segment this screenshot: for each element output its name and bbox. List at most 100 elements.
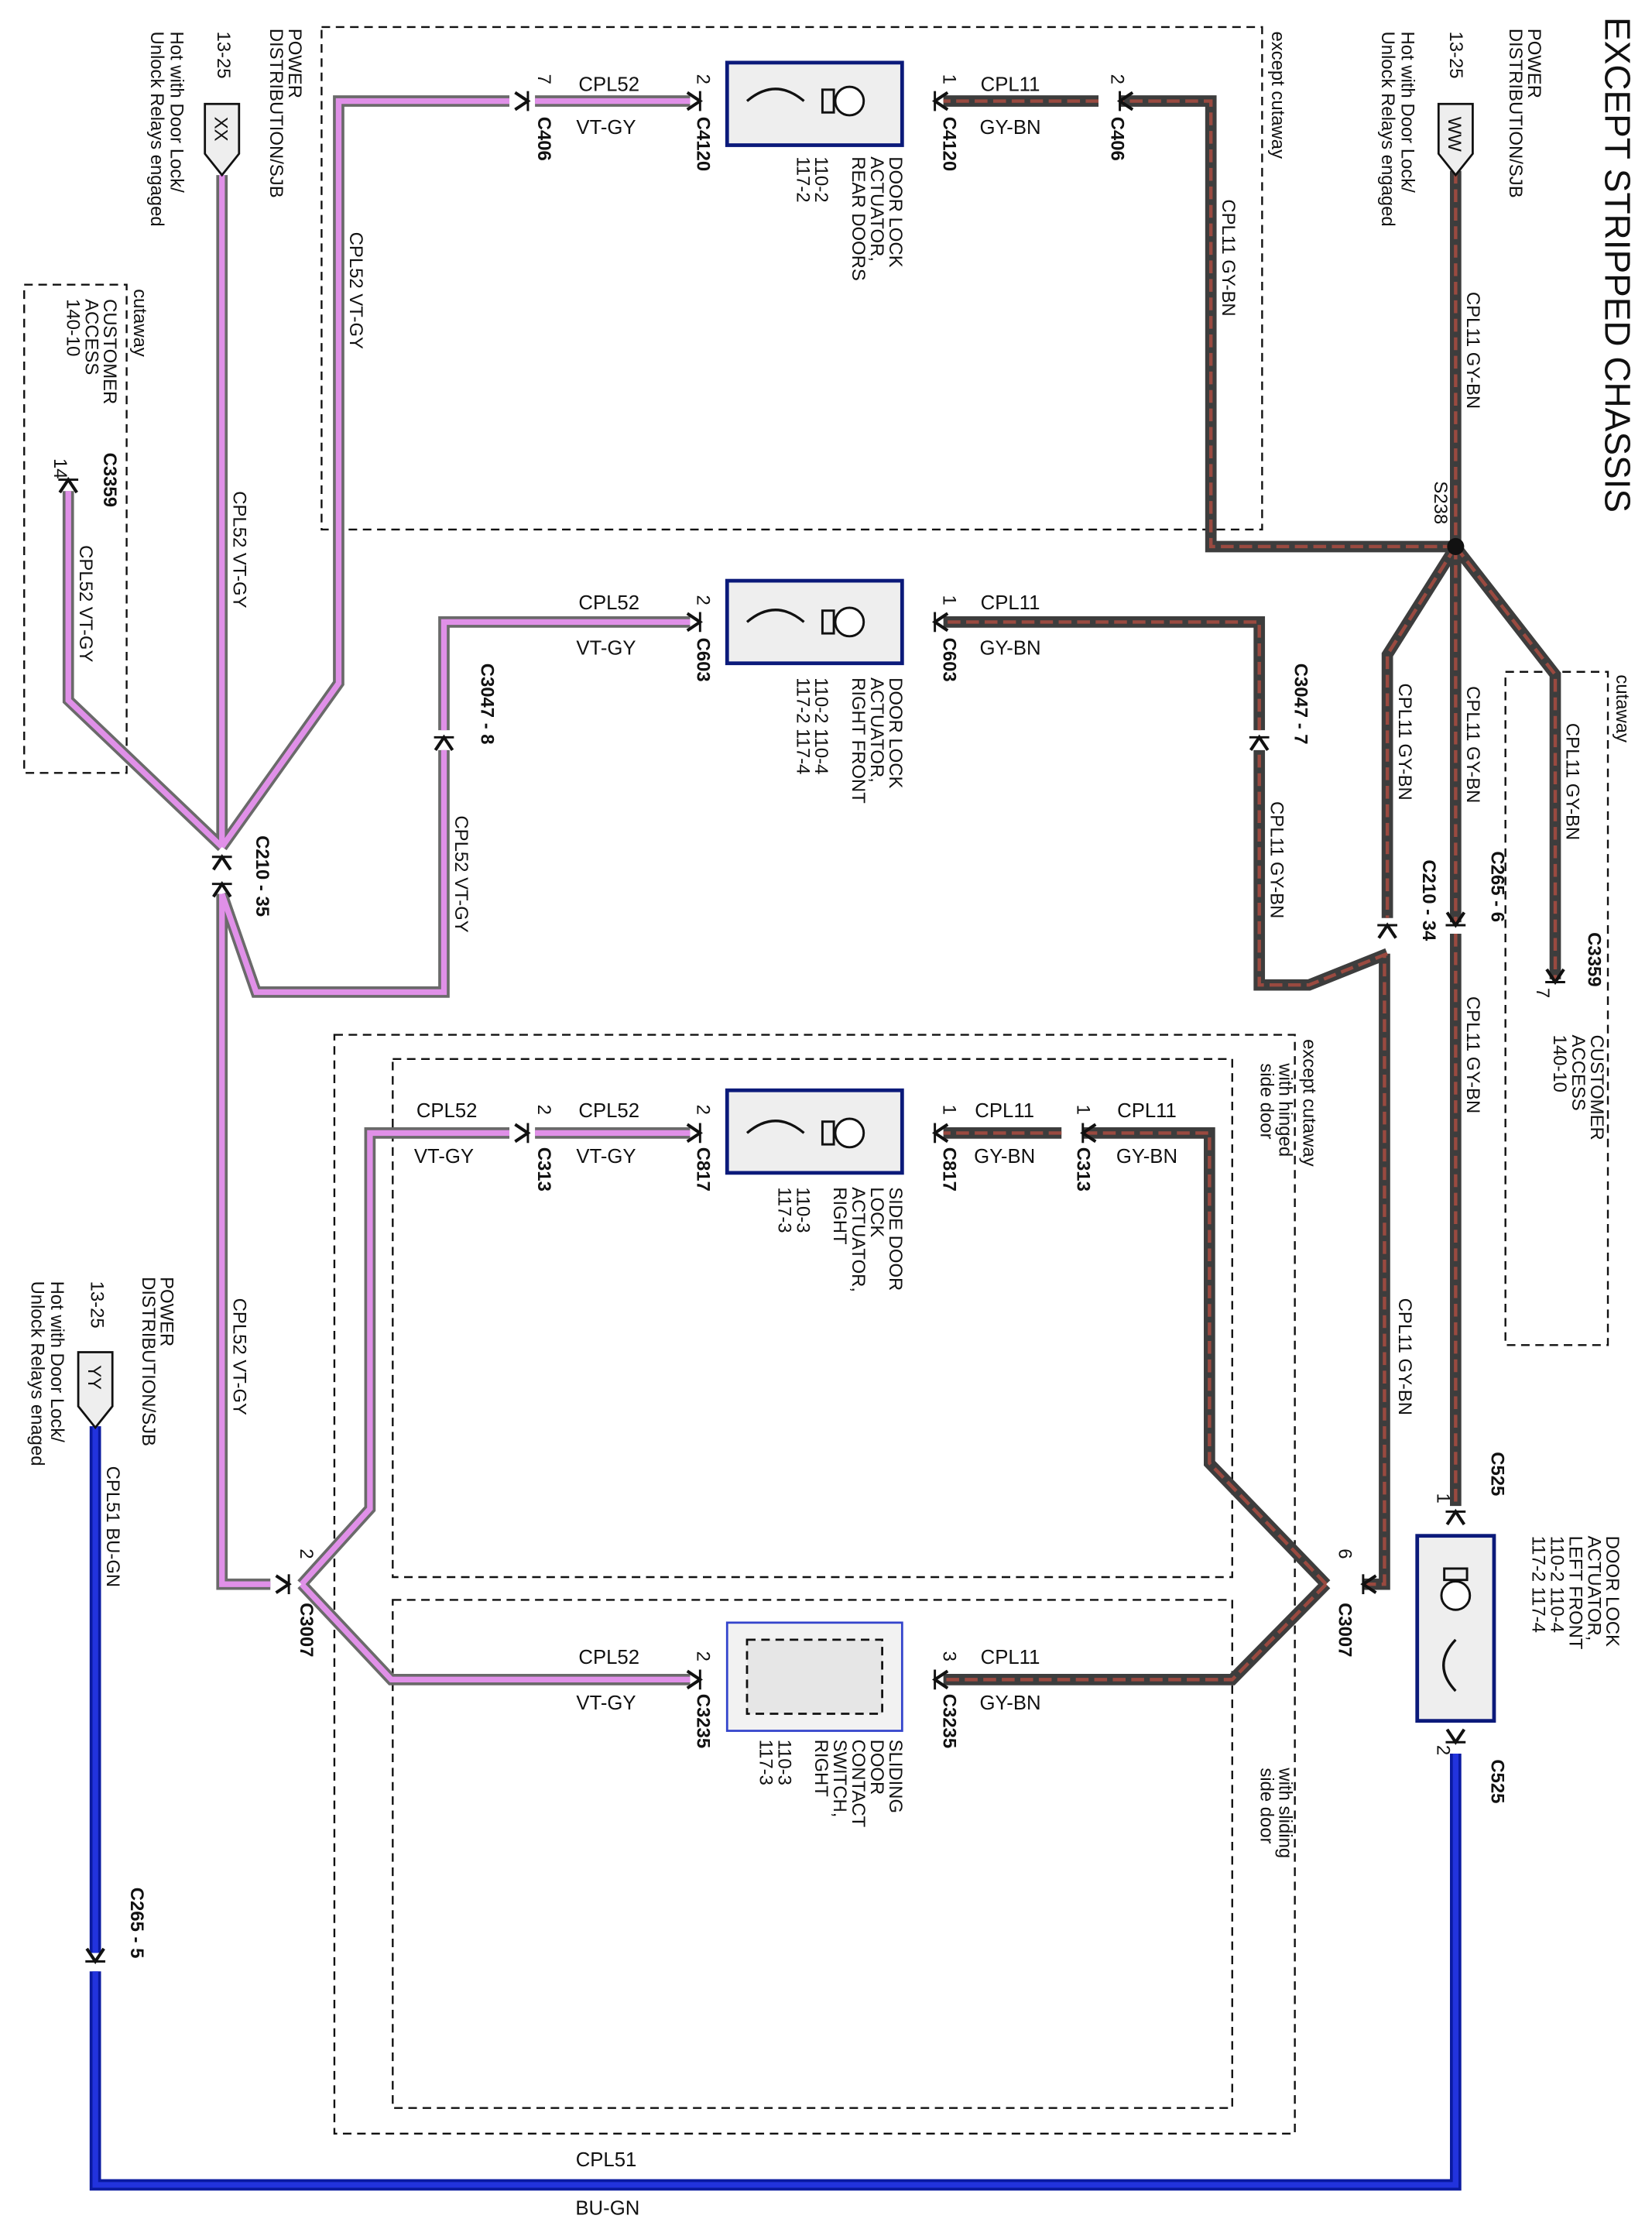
svg-text:CPL52 VT-GY: CPL52 VT-GY: [345, 232, 366, 349]
svg-text:YY: YY: [84, 1365, 105, 1390]
svg-text:Unlock Relays engaged: Unlock Relays engaged: [1377, 31, 1398, 226]
svg-text:110-2 110-4: 110-2 110-4: [1546, 1536, 1567, 1633]
svg-text:C3007: C3007: [1335, 1603, 1356, 1657]
svg-text:C817: C817: [939, 1147, 960, 1192]
svg-text:ACTUATOR,: ACTUATOR,: [866, 156, 887, 262]
pin-numbers: 2 7 1 2 1 2 1 2 1 2 3 2 2 6 7 14 1 2: [50, 74, 1553, 1756]
svg-text:CPL51: CPL51: [576, 2149, 637, 2171]
svg-text:cutaway: cutaway: [1612, 674, 1633, 742]
svg-text:CPL52: CPL52: [578, 1100, 639, 1122]
svg-text:POWER: POWER: [284, 29, 305, 98]
svg-text:DOOR LOCK: DOOR LOCK: [885, 677, 906, 788]
svg-text:Unlock Relays engaged: Unlock Relays engaged: [146, 31, 167, 226]
svg-text:2: 2: [533, 1105, 554, 1115]
svg-text:C3047 - 8: C3047 - 8: [476, 664, 497, 745]
svg-text:2: 2: [693, 595, 714, 605]
svg-text:117-3: 117-3: [773, 1187, 794, 1233]
svg-text:C3359: C3359: [1583, 932, 1604, 986]
connector-labels: C406 C406 C4120 C4120 C603 C603 C3047 - …: [99, 117, 1604, 1959]
svg-text:C406: C406: [533, 117, 554, 161]
zone-sliding-door: [392, 1599, 1233, 2109]
svg-text:110-2: 110-2: [811, 156, 831, 202]
svg-text:CPL52: CPL52: [578, 592, 639, 614]
svg-text:1: 1: [1072, 1105, 1093, 1115]
svg-text:1: 1: [939, 74, 960, 84]
svg-text:CUSTOMER: CUSTOMER: [1586, 1035, 1607, 1140]
svg-text:2: 2: [693, 1105, 714, 1115]
svg-text:ACTUATOR,: ACTUATOR,: [866, 677, 887, 783]
svg-text:with hinged: with hinged: [1274, 1062, 1295, 1157]
svg-text:117-2: 117-2: [792, 156, 813, 202]
motor-icon: [834, 1117, 865, 1149]
svg-text:CPL11 GY-BN: CPL11 GY-BN: [1394, 683, 1415, 800]
svg-text:CPL52 VT-GY: CPL52 VT-GY: [75, 545, 96, 662]
svg-text:C265 - 6: C265 - 6: [1486, 851, 1507, 922]
svg-text:WW: WW: [1444, 117, 1465, 153]
svg-text:LEFT FRONT: LEFT FRONT: [1565, 1536, 1585, 1650]
vertical-wire-labels: CPL11 GY-BN CPL11 GY-BN CPL11 GY-BN CPL1…: [75, 199, 1583, 1587]
sliding-door-contact-switch-right: [725, 1621, 903, 1732]
svg-text:RIGHT: RIGHT: [811, 1740, 831, 1798]
wire-s238-c3359: [1451, 543, 1561, 979]
svg-text:Hot with Door Lock/: Hot with Door Lock/: [1397, 31, 1418, 193]
wires-gy-bn: [943, 95, 1561, 1685]
svg-text:ACCESS: ACCESS: [81, 299, 101, 375]
door-lock-actuator-right-front: [725, 578, 904, 666]
svg-text:SIDE DOOR: SIDE DOOR: [885, 1187, 906, 1291]
svg-text:C3359: C3359: [99, 453, 120, 507]
svg-text:C4120: C4120: [939, 117, 960, 171]
svg-text:CPL52 VT-GY: CPL52 VT-GY: [228, 1298, 249, 1415]
side-door-lock-actuator-right: [725, 1088, 904, 1175]
svg-text:VT-GY: VT-GY: [576, 1692, 636, 1714]
svg-text:CONTACT: CONTACT: [848, 1740, 869, 1828]
wire-c210-rear: [217, 95, 510, 851]
zone-hinged-door: [392, 1058, 1233, 1579]
svg-text:1: 1: [1432, 1493, 1453, 1504]
svg-text:7: 7: [533, 74, 554, 84]
power-tag-xx: [204, 102, 241, 177]
svg-text:CPL11 GY-BN: CPL11 GY-BN: [1562, 723, 1583, 840]
svg-text:7: 7: [1532, 988, 1553, 998]
wire-c3007-side: [1082, 1127, 1331, 1589]
zone-except-cutaway-bottom: [333, 1034, 1296, 2135]
svg-text:CPL11 GY-BN: CPL11 GY-BN: [1218, 199, 1239, 316]
splice-s238: [1447, 537, 1465, 555]
svg-text:XX: XX: [211, 117, 231, 142]
svg-text:GY-BN: GY-BN: [974, 1146, 1035, 1168]
svg-text:C406: C406: [1107, 117, 1128, 161]
svg-text:VT-GY: VT-GY: [414, 1146, 474, 1168]
svg-text:CPL11: CPL11: [981, 74, 1040, 96]
page-title: EXCEPT STRIPPED CHASSIS: [1597, 17, 1637, 513]
svg-text:CPL11: CPL11: [981, 1647, 1040, 1668]
svg-text:GY-BN: GY-BN: [979, 117, 1040, 139]
svg-text:side door: side door: [1256, 1063, 1277, 1139]
svg-text:GY-BN: GY-BN: [1116, 1146, 1177, 1168]
svg-text:2: 2: [296, 1548, 317, 1559]
svg-text:RIGHT: RIGHT: [829, 1187, 850, 1245]
svg-text:except cutaway: except cutaway: [1267, 31, 1288, 159]
svg-text:RIGHT FRONT: RIGHT FRONT: [848, 677, 869, 804]
svg-text:1: 1: [939, 595, 960, 605]
svg-text:Hot with Door Lock/: Hot with Door Lock/: [46, 1281, 67, 1443]
power-tag-yy: [77, 1351, 114, 1430]
svg-text:DISTRIBUTION/SJB: DISTRIBUTION/SJB: [138, 1277, 159, 1446]
svg-text:side door: side door: [1256, 1768, 1277, 1843]
wire-c3007-c313: [1362, 953, 1390, 1590]
svg-text:BU-GN: BU-GN: [575, 2198, 639, 2220]
svg-text:C525: C525: [1486, 1759, 1507, 1803]
svg-text:CPL11: CPL11: [981, 592, 1040, 614]
svg-text:110-3: 110-3: [773, 1740, 794, 1785]
svg-text:CUSTOMER: CUSTOMER: [99, 299, 120, 404]
component-labels: DOOR LOCK ACTUATOR, REAR DOORS 110-2 117…: [62, 156, 1623, 1827]
svg-text:CPL52: CPL52: [578, 1647, 639, 1668]
svg-text:CPL11 GY-BN: CPL11 GY-BN: [1394, 1298, 1415, 1415]
svg-text:C525: C525: [1486, 1452, 1507, 1496]
door-lock-actuator-left-front: [1415, 1534, 1496, 1723]
svg-text:DISTRIBUTION/SJB: DISTRIBUTION/SJB: [266, 29, 286, 198]
svg-text:CPL52: CPL52: [416, 1100, 478, 1122]
svg-text:with sliding: with sliding: [1274, 1767, 1295, 1858]
svg-text:ACCESS: ACCESS: [1568, 1035, 1589, 1111]
svg-text:C603: C603: [939, 638, 960, 682]
svg-text:C265 - 5: C265 - 5: [126, 1888, 147, 1959]
